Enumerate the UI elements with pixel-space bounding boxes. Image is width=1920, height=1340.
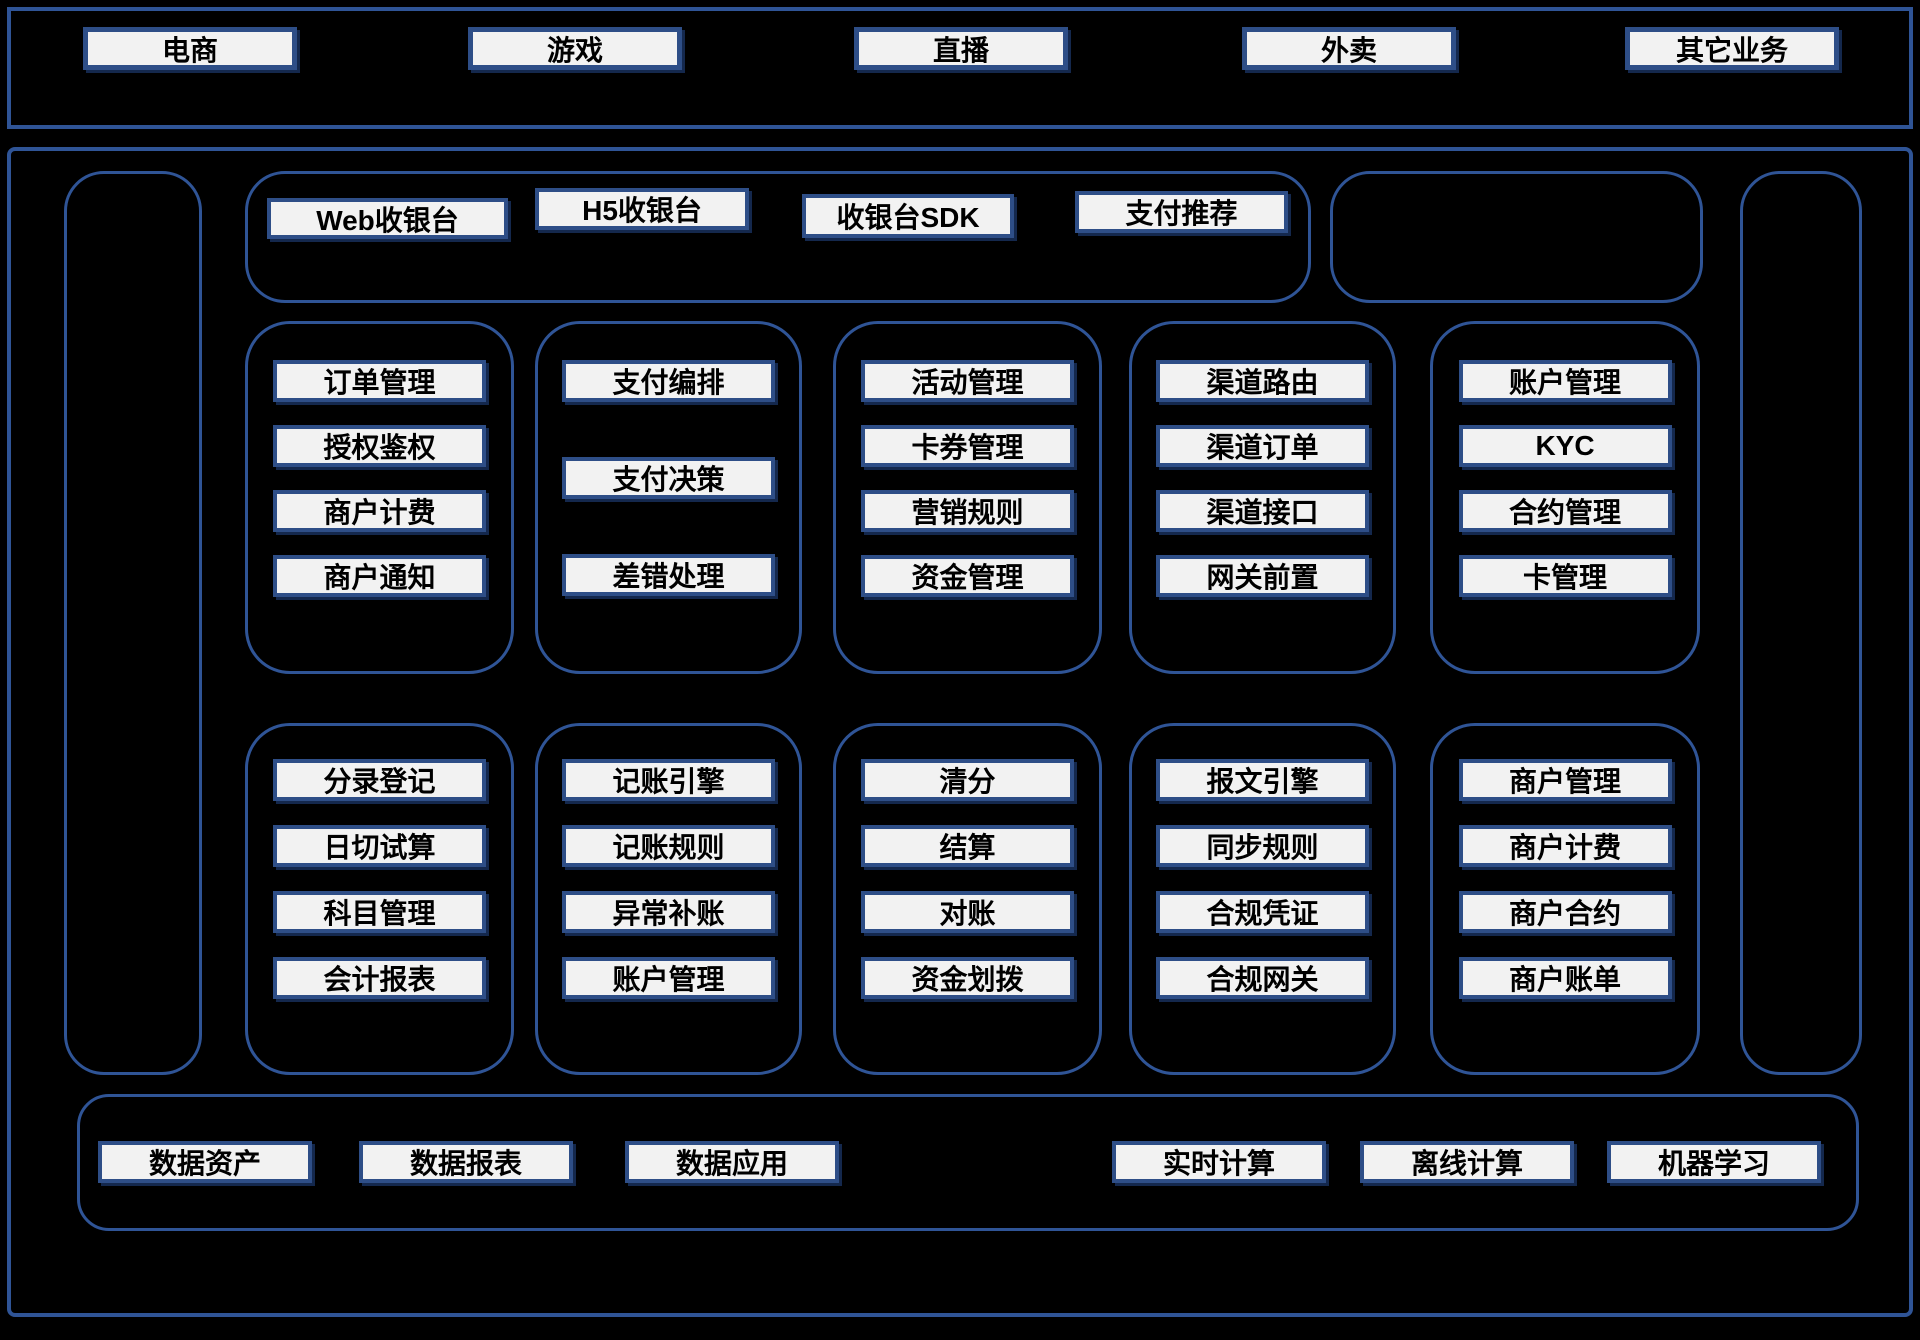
module-group-bookkeeping: 记账引擎 记账规则 异常补账 账户管理 [535, 723, 802, 1075]
module-box: 营销规则 [861, 490, 1074, 532]
left-rail-panel [64, 171, 202, 1075]
business-item: 直播 [854, 27, 1068, 70]
module-box: 合规凭证 [1156, 891, 1369, 933]
module-group-marketing: 活动管理 卡券管理 营销规则 资金管理 [833, 321, 1102, 674]
module-box: KYC [1458, 425, 1672, 467]
module-box: 账户管理 [562, 957, 775, 999]
right-rail-panel [1740, 171, 1862, 1075]
module-group-ledger: 分录登记 日切试算 科目管理 会计报表 [245, 723, 514, 1075]
module-box: 日切试算 [273, 825, 486, 867]
module-group-payment-orchestration: 支付编排 支付决策 差错处理 [535, 321, 802, 674]
module-box: 卡管理 [1458, 555, 1672, 597]
module-box: 渠道路由 [1156, 360, 1369, 402]
data-layer-bar: 数据资产 数据报表 数据应用 实时计算 离线计算 机器学习 [77, 1094, 1859, 1231]
business-item: 游戏 [468, 27, 682, 70]
module-box: 记账引擎 [562, 759, 775, 801]
module-box: 会计报表 [273, 957, 486, 999]
module-box: 订单管理 [273, 360, 486, 402]
module-box: 支付决策 [562, 457, 775, 499]
platform-container: Web收银台 H5收银台 收银台SDK 支付推荐 订单管理 授权鉴权 商户计费 … [7, 147, 1913, 1317]
data-layer-item: 数据应用 [625, 1141, 839, 1183]
module-box: 网关前置 [1156, 555, 1369, 597]
module-box: 对账 [861, 891, 1074, 933]
cashier-item: 收银台SDK [802, 194, 1014, 238]
module-box: 账户管理 [1458, 360, 1672, 402]
module-box: 差错处理 [562, 554, 775, 596]
business-item: 其它业务 [1625, 27, 1839, 70]
data-layer-item: 数据资产 [98, 1141, 312, 1183]
module-box: 活动管理 [861, 360, 1074, 402]
data-layer-item: 离线计算 [1360, 1141, 1574, 1183]
cashier-item: 支付推荐 [1075, 191, 1288, 233]
module-box: 分录登记 [273, 759, 486, 801]
data-layer-item: 实时计算 [1112, 1141, 1326, 1183]
module-box: 卡券管理 [861, 425, 1074, 467]
business-item: 外卖 [1242, 27, 1456, 70]
cashier-item: Web收银台 [267, 198, 508, 239]
module-group-merchant: 商户管理 商户计费 商户合约 商户账单 [1430, 723, 1700, 1075]
module-box: 科目管理 [273, 891, 486, 933]
business-layer-bar: 电商 游戏 直播 外卖 其它业务 [7, 7, 1913, 129]
module-box: 支付编排 [562, 360, 775, 402]
cashier-panel: Web收银台 H5收银台 收银台SDK 支付推荐 [245, 171, 1311, 303]
data-layer-item: 数据报表 [359, 1141, 573, 1183]
module-box: 商户合约 [1458, 891, 1672, 933]
module-box: 授权鉴权 [273, 425, 486, 467]
data-layer-item: 机器学习 [1607, 1141, 1821, 1183]
module-box: 商户计费 [273, 490, 486, 532]
empty-panel [1330, 171, 1703, 303]
module-box: 异常补账 [562, 891, 775, 933]
module-box: 资金划拨 [861, 957, 1074, 999]
module-box: 渠道接口 [1156, 490, 1369, 532]
module-group-account: 账户管理 KYC 合约管理 卡管理 [1430, 321, 1700, 674]
module-box: 资金管理 [861, 555, 1074, 597]
module-box: 商户通知 [273, 555, 486, 597]
cashier-item: H5收银台 [535, 188, 749, 230]
module-box: 商户账单 [1458, 957, 1672, 999]
module-box: 商户管理 [1458, 759, 1672, 801]
module-box: 合规网关 [1156, 957, 1369, 999]
module-box: 合约管理 [1458, 490, 1672, 532]
module-box: 报文引擎 [1156, 759, 1369, 801]
module-group-channel: 渠道路由 渠道订单 渠道接口 网关前置 [1129, 321, 1396, 674]
module-group-compliance: 报文引擎 同步规则 合规凭证 合规网关 [1129, 723, 1396, 1075]
module-box: 同步规则 [1156, 825, 1369, 867]
module-group-payment-core: 订单管理 授权鉴权 商户计费 商户通知 [245, 321, 514, 674]
module-box: 结算 [861, 825, 1074, 867]
module-box: 渠道订单 [1156, 425, 1369, 467]
module-box: 记账规则 [562, 825, 775, 867]
module-box: 清分 [861, 759, 1074, 801]
module-box: 商户计费 [1458, 825, 1672, 867]
business-item: 电商 [83, 27, 297, 70]
module-group-clearing: 清分 结算 对账 资金划拨 [833, 723, 1102, 1075]
